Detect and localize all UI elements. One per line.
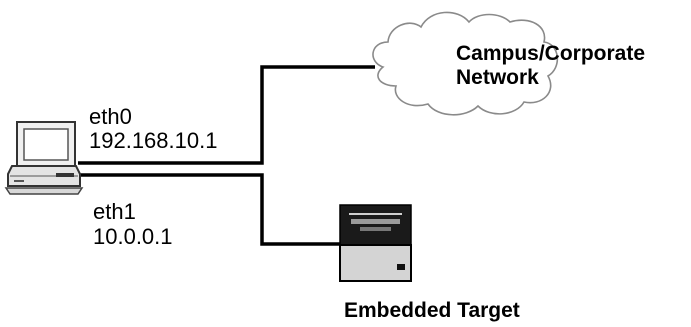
eth1-ip-label: 10.0.0.1 (93, 224, 173, 249)
eth1-link (78, 173, 342, 246)
eth0-link (78, 65, 375, 165)
cloud-icon (372, 11, 559, 116)
embedded-device-icon (339, 204, 412, 282)
network-label-line2: Network (456, 66, 539, 89)
eth0-name-label: eth0 (89, 104, 132, 129)
eth0-ip-label: 192.168.10.1 (89, 128, 218, 153)
network-label-line1: Campus/Corporate (456, 42, 646, 65)
embedded-target-label: Embedded Target (344, 299, 520, 322)
desktop-computer-icon (4, 121, 84, 195)
eth1-name-label: eth1 (93, 199, 136, 224)
